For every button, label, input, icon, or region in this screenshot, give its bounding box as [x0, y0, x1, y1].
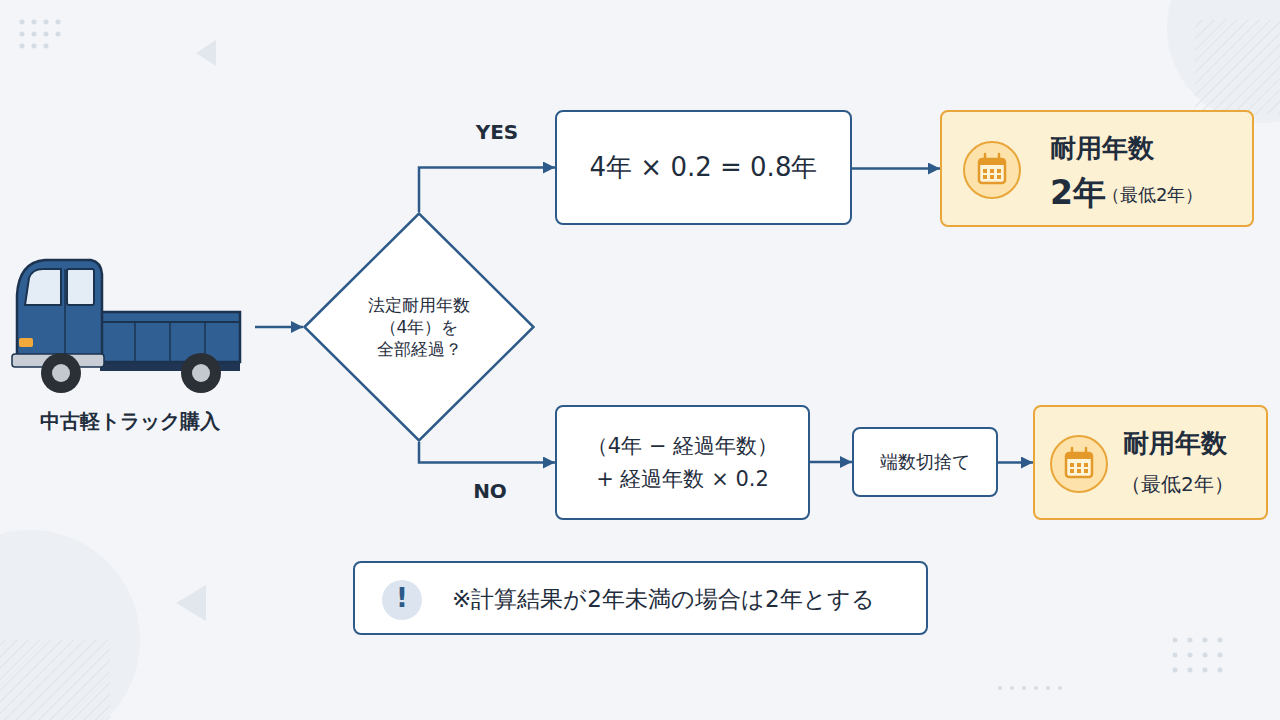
truck-hub — [52, 364, 70, 382]
calendar-header — [979, 159, 1005, 165]
process-box: （4年 − 経過年数） + 経過年数 × 0.2 — [555, 405, 810, 520]
process-text: 端数切捨て — [880, 450, 970, 473]
calendar-day — [997, 169, 1001, 173]
result-text: （最低2年） — [1102, 183, 1203, 206]
truck-wheel — [41, 353, 81, 393]
calendar-day — [1077, 463, 1081, 467]
calendar-day — [983, 169, 987, 173]
truck-rib — [169, 322, 171, 362]
flow-arrow — [998, 461, 1033, 464]
deco-circle — [0, 530, 140, 720]
node-label: 中古軽トラック購入 — [5, 408, 255, 434]
decision-diamond: 法定耐用年数 （4年）を 全部経過？ — [303, 212, 535, 442]
result-text: 耐用年数 — [1050, 132, 1154, 166]
result-text: 耐用年数 — [1123, 427, 1227, 461]
truck-headlight — [19, 338, 33, 347]
diamond-shape — [305, 214, 534, 441]
truck-door-line — [64, 269, 66, 360]
truck-wheel — [181, 353, 221, 393]
calendar-body — [979, 159, 1005, 183]
deco-triangle — [176, 585, 206, 621]
truck-windshield — [25, 269, 61, 305]
calendar-day — [1070, 463, 1074, 467]
truck-drawing — [12, 260, 240, 393]
deco-hatch — [1195, 20, 1280, 115]
edge-label: YES — [457, 120, 537, 144]
process-box: 端数切捨て — [852, 427, 998, 497]
calendar-day — [1084, 469, 1088, 473]
calendar-body — [1066, 453, 1092, 477]
note-text: ※計算結果が2年未満の場合は2年とする — [452, 585, 875, 615]
calendar-icon — [1035, 407, 1270, 522]
truck-window — [67, 269, 94, 305]
flow-arrow — [419, 442, 555, 463]
deco-circle — [1167, 0, 1280, 123]
start-illustration: 中古軽トラック購入 — [5, 250, 255, 440]
dot-grid — [998, 638, 1223, 691]
truck-cab — [17, 260, 102, 362]
calendar-header — [1066, 453, 1092, 459]
icon-circle — [382, 580, 422, 620]
flow-arrow — [255, 326, 303, 329]
note-box: ! ※計算結果が2年未満の場合は2年とする — [353, 561, 928, 635]
decision-text: 法定耐用年数 （4年）を 全部経過？ — [362, 294, 476, 360]
result-text: 2年 — [1050, 172, 1106, 215]
calendar-day — [1077, 469, 1081, 473]
calendar-day — [997, 175, 1001, 179]
truck-rib — [134, 322, 136, 362]
result-text: （最低2年） — [1121, 471, 1234, 497]
note-text: ! — [382, 582, 422, 616]
deco-hatch — [0, 640, 110, 720]
truck-bed — [100, 312, 240, 362]
calendar-day — [1084, 463, 1088, 467]
icon-circle — [1051, 436, 1107, 492]
process-box: 4年 × 0.2 = 0.8年 — [555, 110, 852, 225]
dot-grid — [20, 20, 61, 49]
truck-hub — [192, 364, 210, 382]
calendar-ring — [984, 154, 987, 162]
icon-circle — [964, 142, 1020, 198]
formula-text: （4年 − 経過年数） + 経過年数 × 0.2 — [579, 430, 787, 495]
result-box: 耐用年数 （最低2年） — [1033, 405, 1268, 520]
result-box: 耐用年数 2年（最低2年） — [940, 110, 1254, 227]
calendar-day — [1070, 469, 1074, 473]
edge-label: NO — [450, 479, 530, 503]
calendar-day — [990, 169, 994, 173]
calendar-ring — [1085, 448, 1088, 456]
flow-arrow — [419, 168, 555, 213]
flow-arrow — [810, 461, 852, 464]
calendar-ring — [998, 154, 1001, 162]
deco-triangle — [196, 40, 216, 66]
calendar-day — [990, 175, 994, 179]
formula-text: 4年 × 0.2 = 0.8年 — [590, 151, 818, 185]
flow-arrow — [852, 167, 940, 170]
calendar-day — [983, 175, 987, 179]
calendar-ring — [1071, 448, 1074, 456]
